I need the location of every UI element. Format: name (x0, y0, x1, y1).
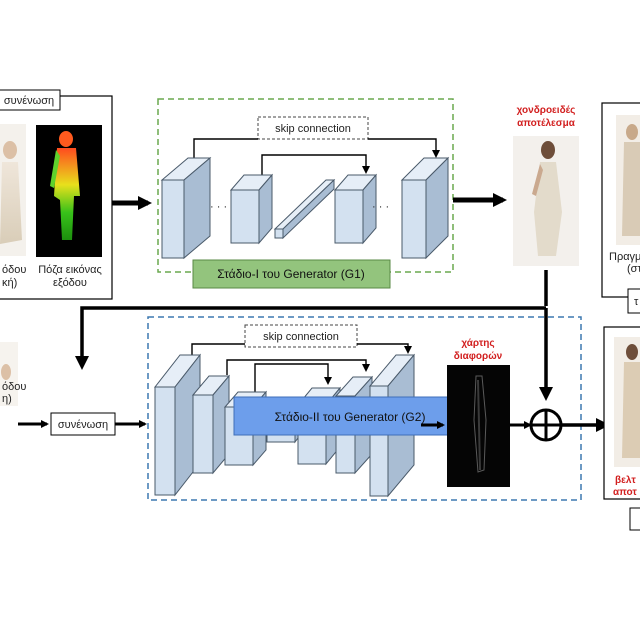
coarse-title-1: χονδροειδές (517, 105, 576, 116)
stage1-decoder-block-1 (333, 173, 378, 245)
diffmap-title-1: χάρτης (461, 338, 494, 349)
stage2-group: skip connection (147, 316, 582, 501)
stage2-frame (147, 316, 582, 501)
bottom-input-caption-1: όδου (2, 381, 26, 393)
coarse-title-2: αποτέλεσμα (517, 118, 576, 129)
stage1-skip-box (257, 116, 369, 140)
bottom-concat-label: συνένωση (58, 419, 108, 431)
stage1-dots-right: · · · (372, 201, 389, 213)
bottom-right-tag-box (629, 507, 640, 531)
stage2-skip-middle (226, 359, 370, 375)
pose-caption-1: Πόζα εικόνας (38, 264, 102, 276)
bottom-left-input-group: όδου η) (0, 342, 26, 406)
stage1-encoder-block-1 (160, 156, 212, 260)
top-right-tag: τ (634, 296, 639, 308)
top-right-caption-1: Πραγμα (609, 251, 640, 263)
stage2-skip-label: skip connection (263, 331, 339, 343)
stage1-skip-outer (193, 138, 436, 165)
diffmap-title-2: διαφορών (454, 351, 503, 362)
stage2-skip-inner (254, 363, 332, 398)
stage1-label: Στάδιο-Ι του Generator (G1) (217, 267, 365, 281)
stage1-bottleneck-block (273, 178, 336, 240)
top-input-caption-2: κή) (2, 277, 17, 289)
top-right-target-group: Πραγμα (στ τ (601, 102, 640, 314)
stage1-decoder-block-2 (400, 156, 450, 260)
top-right-caption-2: (στ (627, 263, 640, 275)
stage1-label-box (192, 259, 391, 289)
bottom-input-caption-2: η) (2, 393, 12, 405)
top-right-tag-box (627, 288, 640, 314)
stage2-skip-box (244, 324, 358, 348)
pose-caption-2: εξόδου (53, 277, 87, 289)
stage1-skip-inner (261, 154, 370, 177)
bottom-right-refined-group: βελτ αποτ (603, 326, 640, 531)
top-input-caption-1: όδου (2, 264, 26, 276)
pose-heatmap-image (36, 125, 102, 257)
stage1-encoder-block-2 (229, 173, 274, 245)
stage2-encoder-block-2 (191, 374, 231, 475)
addition-node (529, 408, 563, 442)
bottom-right-caption-1: βελτ (615, 475, 636, 486)
coarse-to-concat-line (75, 306, 546, 370)
stage2-label: Στάδιο-ΙΙ του Generator (G2) (275, 410, 426, 424)
bottom-right-caption-2: αποτ (613, 487, 637, 498)
stage1-dots-left: · · · (210, 201, 227, 213)
coarse-result-image (513, 136, 579, 266)
top-left-input-group: συνένωση όδου κή) Πόζα εικόνας εξόδου (0, 89, 113, 300)
top-input-image (0, 124, 26, 256)
top-concat-box (0, 89, 61, 111)
stage1-skip-label: skip connection (275, 123, 351, 135)
difference-map-image (447, 365, 510, 487)
stage1-group: skip connection · · · · · · (157, 98, 454, 289)
top-concat-label: συνένωση (4, 95, 54, 107)
